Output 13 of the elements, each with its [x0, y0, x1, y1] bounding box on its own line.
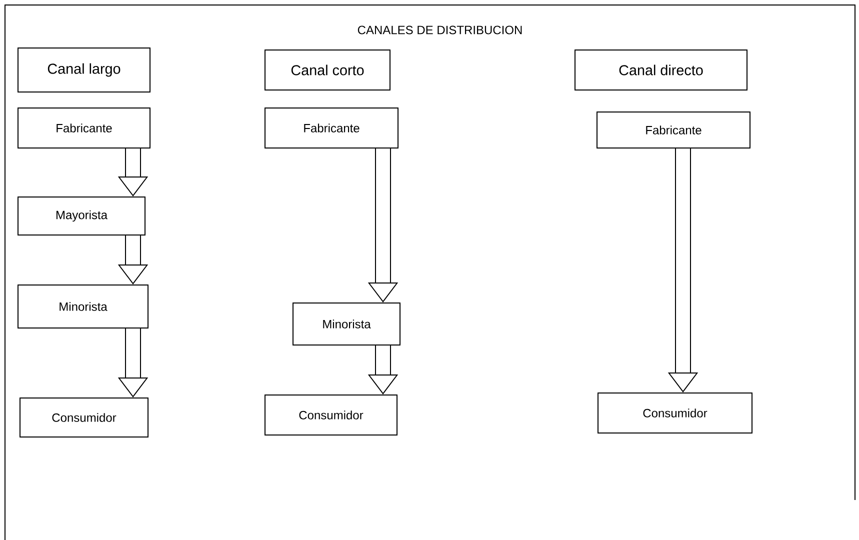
process-box: Mayorista	[18, 196, 146, 236]
process-box: Canal corto	[264, 50, 390, 90]
process-box: Minorista	[18, 284, 148, 328]
process-box: Minorista	[292, 302, 400, 346]
title: CANALES DE DISTRIBUCION	[358, 26, 522, 34]
process-box: Canal largo	[18, 48, 150, 92]
process-box: Consumidor	[598, 392, 752, 434]
process-box: Fabricante	[596, 112, 750, 148]
process-box: Consumidor	[20, 398, 148, 438]
process-box: Fabricante	[18, 108, 150, 148]
process-box: Consumidor	[264, 394, 398, 436]
process-box: Canal directo	[574, 50, 748, 90]
process-box: Fabricante	[264, 108, 398, 148]
